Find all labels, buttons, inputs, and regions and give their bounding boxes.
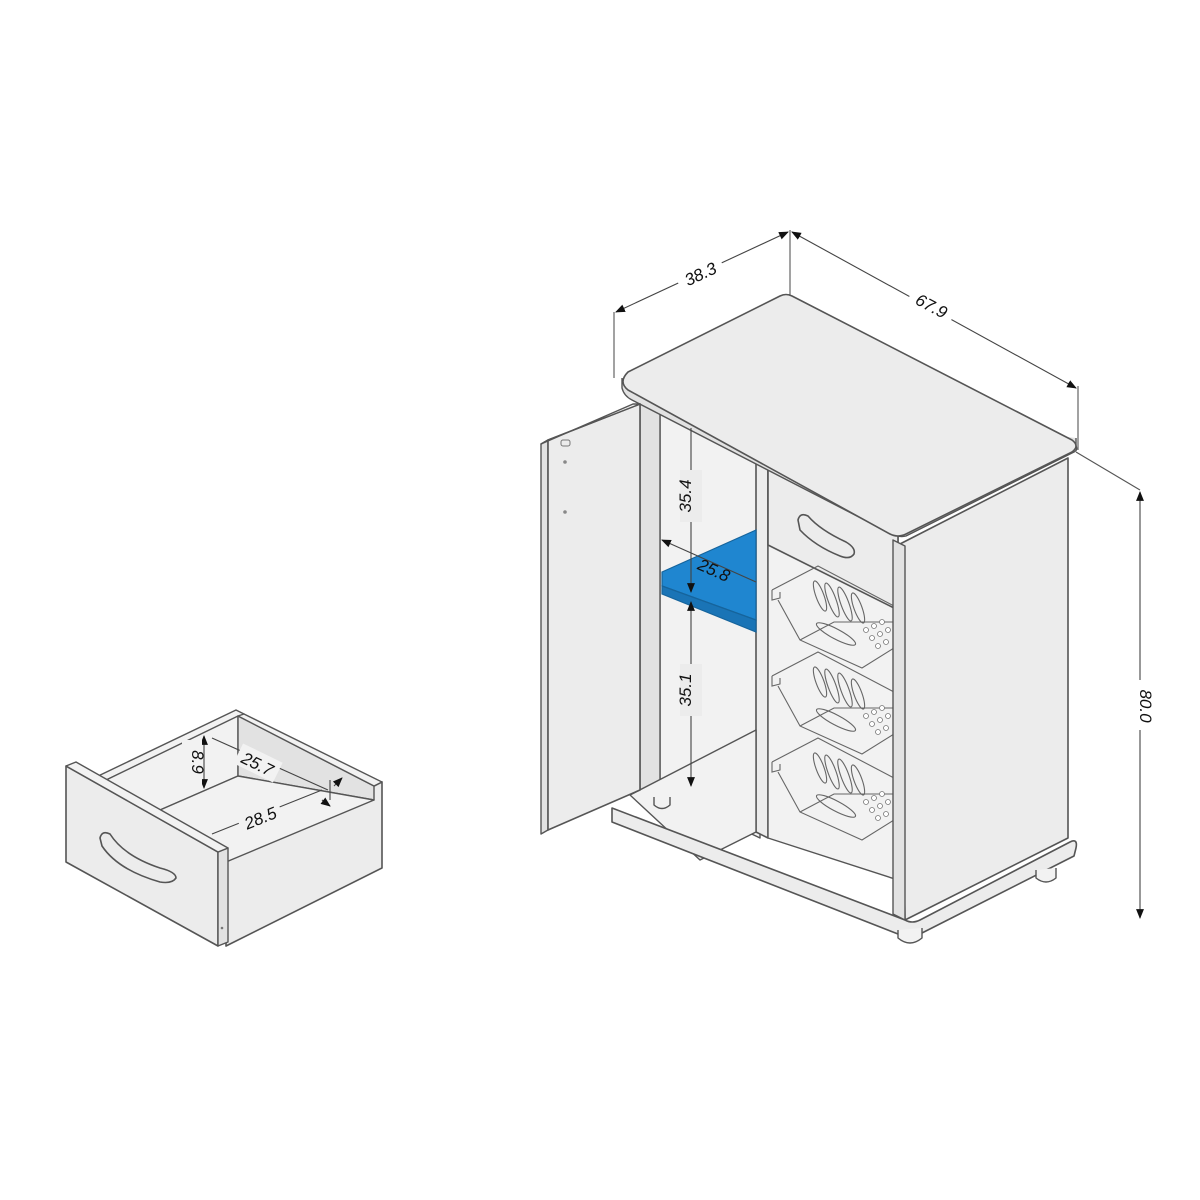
drawer-height-label: 8.9 [188,750,207,774]
top-drawer-handle [797,513,856,559]
door-screw-hole-1 [563,460,567,464]
shoe-racks [771,565,895,841]
lower-compartment-label: 35.1 [676,673,695,706]
drawer-front-top-edge [65,761,229,853]
shoe-rack-3 [771,737,895,841]
cabinet: 38.3 67.9 80.0 35.4 25.8 [540,230,1155,944]
shelf-front-edge [661,585,757,633]
shoe-rack-1 [771,565,895,669]
dimension-upper-compartment: 35.4 [676,428,702,593]
door-hinge-icon [560,439,571,447]
foot-left [653,797,671,810]
upper-compartment-label: 35.4 [676,479,695,512]
drawer-handle [99,831,177,884]
dimension-height: 80.0 [1075,451,1155,919]
door-top-edge [540,403,641,445]
right-panel-front-edge [892,539,906,921]
adjustable-feet [653,797,1057,944]
dimension-lower-compartment: 35.1 [676,601,702,787]
drawer-screw [220,926,224,930]
door-edge [540,439,549,835]
foot-right [1035,868,1057,883]
height-label: 80.0 [1136,689,1155,723]
cabinet-left-side-inner [639,399,661,801]
door-screw-hole-2 [563,510,567,514]
left-hinged-door [540,403,641,835]
door-panel [547,403,641,831]
drawer-right-rim [237,713,383,787]
dimension-drawer-height: 8.9 [182,735,208,789]
drawer-detail: 8.9 25.7 28.5 [65,709,383,947]
foot-front [897,928,923,944]
highlighted-shelf [661,529,757,633]
top-panel [621,293,1078,538]
center-partition [755,461,769,839]
drawer-front-edge [217,847,229,947]
